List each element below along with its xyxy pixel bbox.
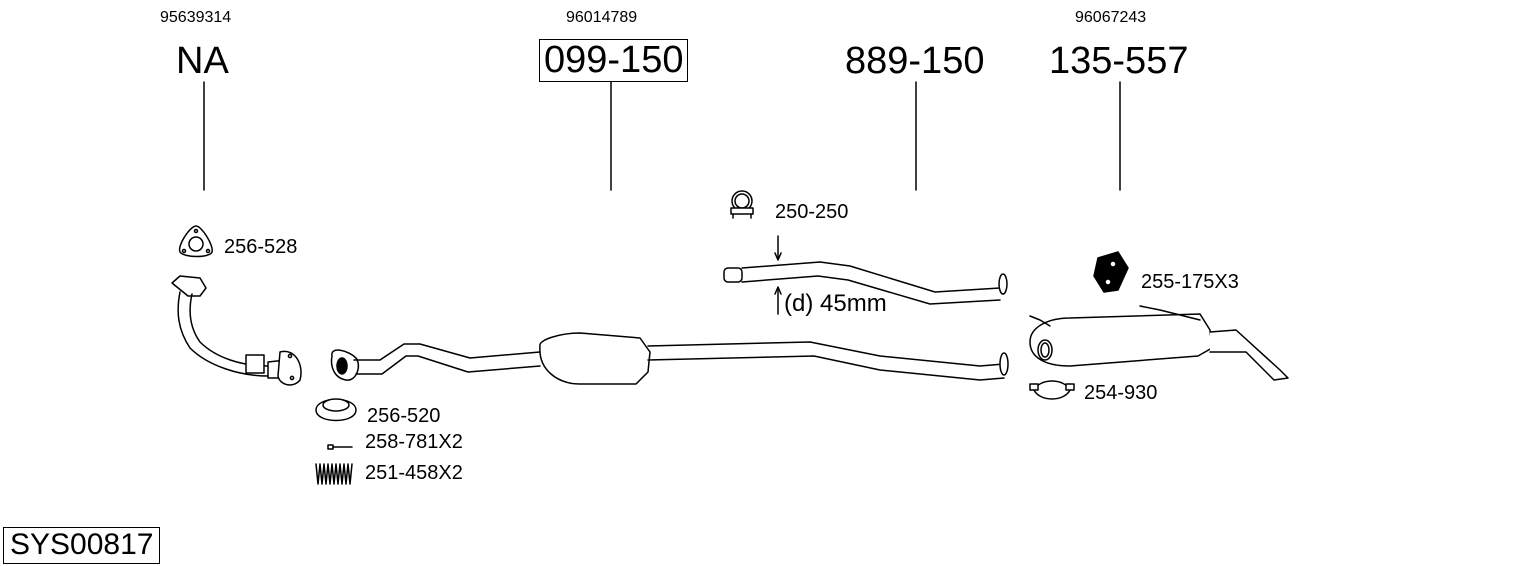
oem-number-2: 96014789 <box>566 9 638 26</box>
system-code: SYS00817 <box>3 527 161 564</box>
part-number-3[interactable]: 889-150 <box>845 40 985 82</box>
part-number-2[interactable]: 099-150 <box>539 39 689 82</box>
label-clamp-254-930[interactable]: 254-930 <box>1084 382 1158 404</box>
band-clamp-icon[interactable] <box>1029 380 1075 400</box>
rubber-mount-icon[interactable] <box>1093 251 1129 293</box>
label-seal-256-520[interactable]: 256-520 <box>367 405 441 427</box>
spring-icon[interactable] <box>315 463 353 485</box>
oem-number-4: 96067243 <box>1075 9 1147 26</box>
label-gasket-256-528[interactable]: 256-528 <box>224 236 298 258</box>
part-number-1[interactable]: NA <box>176 40 229 82</box>
front-pipe-icon[interactable] <box>171 275 302 386</box>
intermediate-pipe-icon[interactable] <box>723 235 1008 315</box>
oem-number-1: 95639314 <box>160 9 232 26</box>
label-spring-251-458[interactable]: 251-458X2 <box>365 462 463 484</box>
label-bolt-258-781[interactable]: 258-781X2 <box>365 431 463 453</box>
rear-muffler-icon[interactable] <box>1029 305 1289 381</box>
seal-ring-icon[interactable] <box>315 398 357 422</box>
part-number-4[interactable]: 135-557 <box>1049 40 1189 82</box>
label-clamp-250-250[interactable]: 250-250 <box>775 201 849 223</box>
bolt-icon[interactable] <box>327 444 353 450</box>
label-mount-255-175[interactable]: 255-175X3 <box>1141 271 1239 293</box>
gasket-icon[interactable] <box>178 225 213 258</box>
center-pipe-icon[interactable] <box>330 332 1009 385</box>
u-clamp-icon[interactable] <box>730 190 754 219</box>
label-diameter: (d) 45mm <box>784 290 887 317</box>
